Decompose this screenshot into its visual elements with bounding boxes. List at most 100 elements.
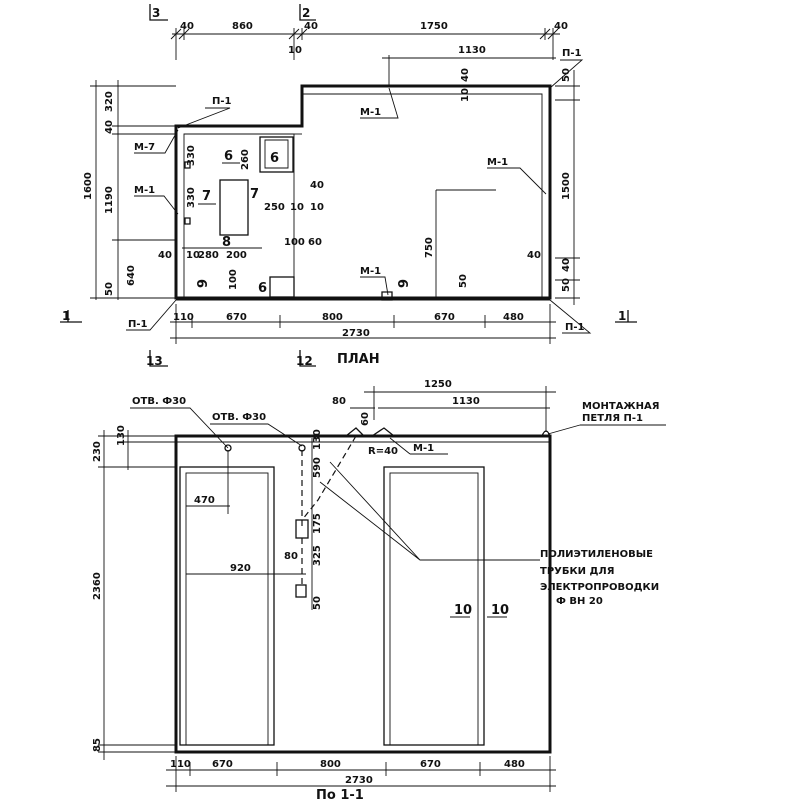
- right-dim-1500: 1500: [561, 172, 572, 200]
- left-dim-640: 640: [126, 265, 137, 286]
- top-dim-1750: 1750: [420, 21, 448, 32]
- section-dim-80: 80: [332, 396, 346, 407]
- conduit-tubes: [295, 435, 540, 598]
- section-dim-60: 60: [360, 412, 371, 426]
- section-bottom-dim-480: 480: [504, 759, 525, 770]
- inner-dim-280: 280: [198, 250, 219, 261]
- inner-dim-10-a: 10: [290, 202, 304, 213]
- section-marker-13: 13: [146, 354, 163, 368]
- mark-7-a: 7: [202, 189, 211, 204]
- inner-dim-175: 175: [312, 513, 323, 534]
- section-dim-1250: 1250: [424, 379, 452, 390]
- plan-bottom-dims: 110 670 800 670 480 2730: [170, 304, 556, 344]
- door-marks: 10 10: [450, 603, 509, 618]
- mark-8: 8: [222, 235, 231, 250]
- top-dim-40-mid: 40: [304, 21, 318, 32]
- plan-dim-1130: 1130: [458, 45, 486, 56]
- left-dim-1600: 1600: [83, 172, 94, 200]
- section-cut-right-label: 1: [618, 309, 626, 323]
- top-dim-860: 860: [232, 21, 253, 32]
- section-view: 1250 1130 80 60 МОНТАЖНАЯ ПЕТЛЯ П-1 ОТВ.…: [92, 379, 666, 800]
- mark-6-b: 6: [270, 151, 279, 166]
- tube-note-line3: ЭЛЕКТРОПРОВОДКИ: [540, 582, 659, 593]
- plan-bottom-dim-670-a: 670: [226, 312, 247, 323]
- mount-label-line2: ПЕТЛЯ П-1: [582, 413, 643, 424]
- section-marker-2-top-label: 2: [302, 6, 310, 20]
- inner-dim-260: 260: [240, 149, 251, 170]
- m1-section: R=40 М-1: [345, 427, 448, 457]
- label-m1-top: М-1: [360, 107, 381, 118]
- section-marker-12: 12: [296, 354, 313, 368]
- section-bottom-dim-110: 110: [170, 759, 191, 770]
- section-overall-2730: 2730: [345, 775, 373, 786]
- inner-dim-40-b: 40: [158, 250, 172, 261]
- section-title: По 1-1: [316, 788, 364, 800]
- room-marks: 6 6 7 7 8 6 9 9: [196, 149, 412, 296]
- section-left-dim-85: 85: [92, 738, 103, 752]
- inner-dim-200: 200: [226, 250, 247, 261]
- mark-9-b: 9: [397, 279, 412, 288]
- right-dim-50-top: 50: [561, 68, 572, 82]
- door-left: [179, 466, 275, 746]
- section-left-dim-130: 130: [116, 425, 127, 446]
- small-box-6-bottom: [269, 276, 295, 298]
- left-dim-40: 40: [104, 120, 115, 134]
- section-marker-3-top-label: 3: [152, 6, 160, 20]
- label-p1-top-right: П-1: [562, 48, 582, 59]
- plan-bottom-dim-110: 110: [173, 312, 194, 323]
- top-dim-10: 10: [288, 45, 302, 56]
- inner-dim-60: 60: [308, 237, 322, 248]
- top-dimension-chain: 40 860 40 1750 40 10 1130: [170, 21, 568, 86]
- inner-dim-470: 470: [194, 495, 215, 506]
- inner-dim-590: 590: [312, 457, 323, 478]
- right-dimension-chain: 50 1500 40 50 40: [527, 68, 580, 305]
- section-top-dims: 1250 1130 80 60: [332, 379, 556, 432]
- mounting-loop-label: МОНТАЖНАЯ ПЕТЛЯ П-1: [541, 401, 666, 437]
- inner-dim-10-top: 10: [460, 88, 471, 102]
- inner-dim-100: 100: [284, 237, 305, 248]
- label-p1-bottom-left: П-1: [128, 319, 148, 330]
- mark-9-a: 9: [196, 279, 211, 288]
- inner-dim-10-c: 10: [186, 250, 200, 261]
- mark-7-b: 7: [250, 187, 259, 202]
- inner-dim-80: 80: [284, 551, 298, 562]
- label-m1-right: М-1: [487, 157, 508, 168]
- section-bottom-dim-670-b: 670: [420, 759, 441, 770]
- plan-labels: М-1 М-1 М-1 М-1 М-7 П-1 П-1 П-1 П-1: [126, 48, 592, 334]
- tube-note-line4: Ф ВН 20: [556, 596, 603, 607]
- section-cut-left: 1: [60, 309, 82, 323]
- inner-dim-40-a: 40: [310, 180, 324, 191]
- section-left-dim-230: 230: [92, 441, 103, 462]
- door-mark-10-b: 10: [491, 603, 509, 618]
- inner-dim-920: 920: [230, 563, 251, 574]
- small-box-6: [259, 136, 294, 173]
- door-mark-10-a: 10: [454, 603, 472, 618]
- plan-view: 3 2 40 860 40 1750 40 10 1130: [60, 4, 637, 368]
- section-left-dims: 230 130 2360 85: [92, 425, 176, 760]
- inner-dim-50: 50: [458, 274, 469, 288]
- label-m1-left: М-1: [134, 185, 155, 196]
- hole-label-mid: ОТВ. Ф30: [212, 412, 266, 423]
- section-bottom-dim-800: 800: [320, 759, 341, 770]
- left-dim-50: 50: [104, 282, 115, 296]
- inner-dim-40-top: 40: [460, 68, 471, 82]
- inner-dim-50: 50: [312, 596, 323, 610]
- section-marker-2-top: 2: [299, 4, 316, 21]
- left-dim-320: 320: [104, 91, 115, 112]
- washbasin-7: [219, 179, 249, 236]
- right-dim-50-bottom: 50: [561, 278, 572, 292]
- inner-dim-100-b: 100: [228, 269, 239, 290]
- hole-labels: ОТВ. Ф30 ОТВ. Ф30: [130, 396, 306, 452]
- tube-note-line1: ПОЛИЭТИЛЕНОВЫЕ: [540, 549, 653, 560]
- inner-dim-130: 130: [312, 429, 323, 450]
- wall-panel-outline: [174, 434, 552, 754]
- label-m7: М-7: [134, 142, 155, 153]
- r-label: R=40: [368, 446, 398, 457]
- section-marker-3-top: 3: [149, 4, 168, 21]
- section-inner-dims: 470 920 80 590 175 325 50 130: [186, 429, 323, 610]
- inner-dim-325: 325: [312, 545, 323, 566]
- inner-dim-330-mid: 330: [186, 187, 197, 208]
- outlet-box: [295, 584, 307, 598]
- mark-6-c: 6: [258, 281, 267, 296]
